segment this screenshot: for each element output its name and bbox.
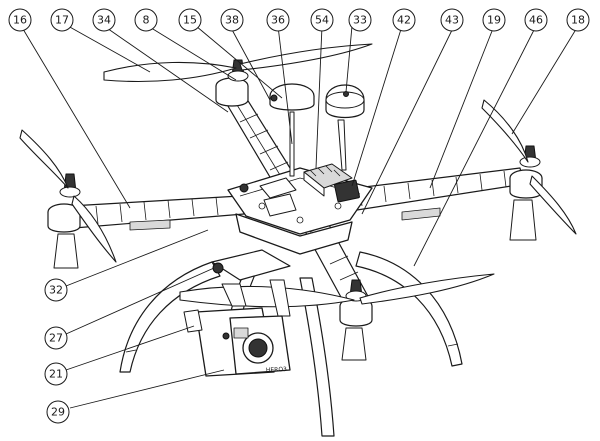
callout-54: 54 xyxy=(310,8,334,32)
leader-54 xyxy=(315,25,323,169)
leader-27 xyxy=(65,267,215,335)
callout-36: 36 xyxy=(266,8,290,32)
leader-19 xyxy=(429,25,495,189)
camera xyxy=(183,307,291,377)
leader-lines xyxy=(19,23,579,409)
callout-38-label: 38 xyxy=(225,14,239,27)
leader-33 xyxy=(345,25,353,93)
callout-46: 46 xyxy=(524,8,548,32)
leader-43 xyxy=(361,25,455,215)
callout-34-label: 34 xyxy=(97,14,111,27)
callout-54-label: 54 xyxy=(315,14,329,27)
callout-27-label: 27 xyxy=(49,332,63,345)
leader-46 xyxy=(413,25,537,267)
callout-33-label: 33 xyxy=(353,14,367,27)
leader-17 xyxy=(67,25,151,73)
callout-42: 42 xyxy=(392,8,416,32)
callout-29-label: 29 xyxy=(51,406,65,419)
leader-36 xyxy=(277,25,293,145)
quadcopter-drawing: HERO3 xyxy=(19,43,577,437)
leader-42 xyxy=(351,25,403,187)
callout-8-label: 8 xyxy=(143,14,150,27)
callout-36-label: 36 xyxy=(271,14,285,27)
callout-21: 21 xyxy=(44,362,68,386)
callout-19-label: 19 xyxy=(487,14,501,27)
callout-38: 38 xyxy=(220,8,244,32)
callout-43: 43 xyxy=(440,8,464,32)
callout-27: 27 xyxy=(44,326,68,350)
gps-module xyxy=(269,83,315,177)
callout-17-label: 17 xyxy=(55,14,69,27)
callout-17: 17 xyxy=(50,8,74,32)
leader-8 xyxy=(147,25,237,81)
leader-21 xyxy=(65,325,195,371)
callout-29: 29 xyxy=(46,400,70,424)
motor-left xyxy=(47,173,81,269)
leader-29 xyxy=(69,369,225,409)
callout-42-label: 42 xyxy=(397,14,411,27)
callout-33: 33 xyxy=(348,8,372,32)
leader-18 xyxy=(511,25,579,135)
leader-38 xyxy=(229,25,271,101)
callout-18-label: 18 xyxy=(571,14,585,27)
callout-43-label: 43 xyxy=(445,14,459,27)
callout-8: 8 xyxy=(134,8,158,32)
callout-34: 34 xyxy=(92,8,116,32)
motor-right xyxy=(509,145,543,241)
callout-16-label: 16 xyxy=(13,14,27,27)
telemetry-antenna xyxy=(325,84,365,171)
motor-rear-left xyxy=(215,59,249,107)
callout-15-label: 15 xyxy=(183,14,197,27)
leader-32 xyxy=(65,229,209,287)
landing-gear xyxy=(119,251,463,437)
camera-brand-label: HERO3 xyxy=(266,366,288,374)
flight-controller xyxy=(239,163,360,217)
callout-16: 16 xyxy=(8,8,32,32)
callout-18: 18 xyxy=(566,8,590,32)
leader-16 xyxy=(19,23,131,209)
leader-34 xyxy=(103,25,229,113)
callout-19: 19 xyxy=(482,8,506,32)
propellers xyxy=(19,43,577,308)
callout-21-label: 21 xyxy=(49,368,63,381)
callout-15: 15 xyxy=(178,8,202,32)
callout-32-label: 32 xyxy=(49,284,63,297)
callout-46-label: 46 xyxy=(529,14,543,27)
motor-front-right xyxy=(339,279,373,361)
leader-15 xyxy=(195,25,283,99)
callout-32: 32 xyxy=(44,278,68,302)
